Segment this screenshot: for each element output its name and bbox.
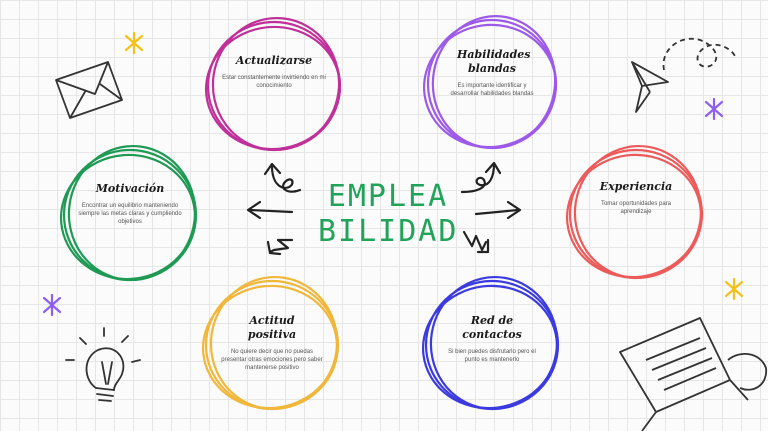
paper-plane-icon	[631, 37, 737, 113]
node-title: Habilidades blandas	[457, 48, 531, 75]
envelope-icon	[55, 61, 123, 119]
node-title: Red de contactos	[462, 314, 522, 341]
ring-motivacion	[59, 144, 198, 282]
node-motivacion: Motivación Encontrar un equilibrio mante…	[76, 182, 184, 226]
arrow-right	[474, 200, 522, 220]
node-actitud-positiva: Actitud positiva No quiere decir que no …	[220, 314, 324, 372]
light-bulb-icon	[65, 327, 141, 402]
node-description: Estar constantemente invirtiendo en mi c…	[222, 74, 326, 89]
ring-actualizarse	[204, 16, 342, 152]
ring-contactos	[421, 275, 560, 411]
ring-experiencia	[565, 144, 704, 280]
arrow-up-left	[263, 162, 302, 193]
node-description: Encontrar un equilibrio manteniendo siem…	[78, 202, 182, 225]
ring-actitud	[201, 275, 340, 411]
ring-habilidades	[422, 15, 558, 150]
node-description: Si bien puedes disfrutarlo pero el punto…	[448, 348, 536, 363]
center-title-line-2: BILIDAD	[318, 213, 459, 249]
laptop-icon	[619, 317, 767, 431]
arrow-left	[246, 200, 294, 220]
sparkle-icon	[42, 31, 744, 317]
arrow-down-right	[462, 230, 490, 254]
arrow-up-right	[460, 161, 502, 194]
node-red-de-contactos: Red de contactos Si bien puedes disfruta…	[442, 314, 542, 364]
node-description: No quiere decir que no puedas presentar …	[221, 348, 323, 371]
node-title: Actitud positiva	[247, 314, 297, 341]
arrow-down-left	[266, 238, 294, 256]
node-title: Actualizarse	[235, 54, 313, 67]
node-description: Es importante identificar y desarrollar …	[450, 82, 534, 97]
node-title: Experiencia	[599, 180, 673, 193]
center-title-line-1: EMPLEA	[327, 179, 449, 214]
node-actualizarse: Actualizarse Estar constantemente invirt…	[222, 54, 326, 90]
node-experiencia: Experiencia Tomar oportunidades para apr…	[588, 180, 684, 216]
node-habilidades-blandas: Habilidades blandas Es importante identi…	[442, 48, 542, 98]
center-title: EMPLEA BILIDAD	[318, 179, 459, 249]
node-title: Motivación	[95, 182, 165, 195]
node-description: Tomar oportunidades para aprendizaje	[600, 200, 672, 215]
